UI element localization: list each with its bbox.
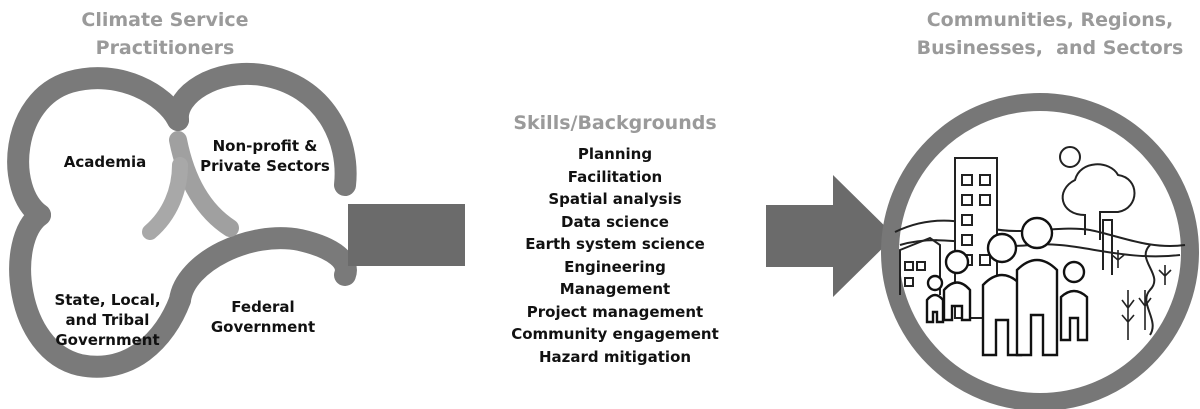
sector-label: Private Sectors — [200, 157, 330, 175]
skill-item: Data science — [561, 212, 669, 231]
title-line: Communities, Regions, — [926, 9, 1174, 31]
sector-nonprofit: Non-profit & Private Sectors — [200, 136, 330, 176]
sector-label: and Tribal — [65, 311, 150, 329]
sector-label: Government — [55, 331, 160, 349]
skill-item: Project management — [526, 302, 704, 321]
title-line: Practitioners — [95, 37, 235, 59]
skills-title: Skills/Backgrounds — [513, 112, 717, 134]
title-line: Climate Service — [81, 9, 249, 31]
sector-label: Federal — [231, 298, 295, 316]
skill-item: Facilitation — [567, 167, 663, 186]
skill-item: Earth system science — [525, 235, 705, 253]
title-line: Businesses, and Sectors — [916, 37, 1184, 59]
sector-state-local-tribal: State, Local, and Tribal Government — [45, 290, 170, 350]
community-circle-illustration — [881, 93, 1199, 409]
sector-label: Academia — [63, 153, 147, 171]
sector-label: Government — [210, 318, 316, 336]
communities-title: Communities, Regions, Businesses, and Se… — [905, 6, 1195, 62]
sector-label: State, Local, — [54, 291, 161, 309]
right-arrow-icon — [766, 175, 895, 297]
practitioners-title: Climate Service Practitioners — [40, 6, 290, 62]
sector-academia: Academia — [50, 152, 160, 172]
sector-federal: Federal Government — [208, 297, 318, 337]
skill-item: Hazard mitigation — [538, 347, 692, 366]
skill-item: Management — [559, 280, 671, 298]
sector-label: Non-profit & — [212, 137, 318, 155]
skill-item: Community engagement — [511, 325, 719, 343]
skill-item: Planning — [577, 145, 653, 163]
skills-list: Planning Facilitation Spatial analysis D… — [470, 143, 760, 368]
skill-item: Spatial analysis — [548, 190, 682, 208]
left-arrow-bar — [348, 204, 465, 266]
skill-item: Engineering — [564, 257, 666, 276]
sector-ring-shape — [7, 62, 357, 378]
